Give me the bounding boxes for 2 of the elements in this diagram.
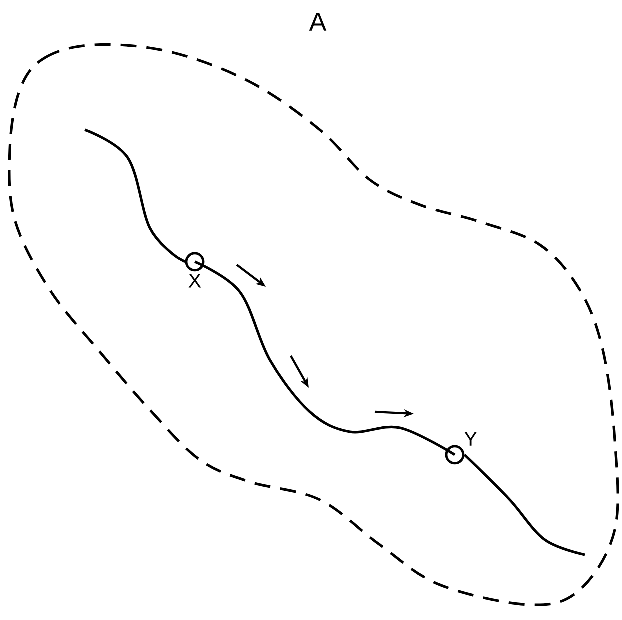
- node-label: A: [309, 13, 327, 31]
- curve-line: [194, 260, 456, 456]
